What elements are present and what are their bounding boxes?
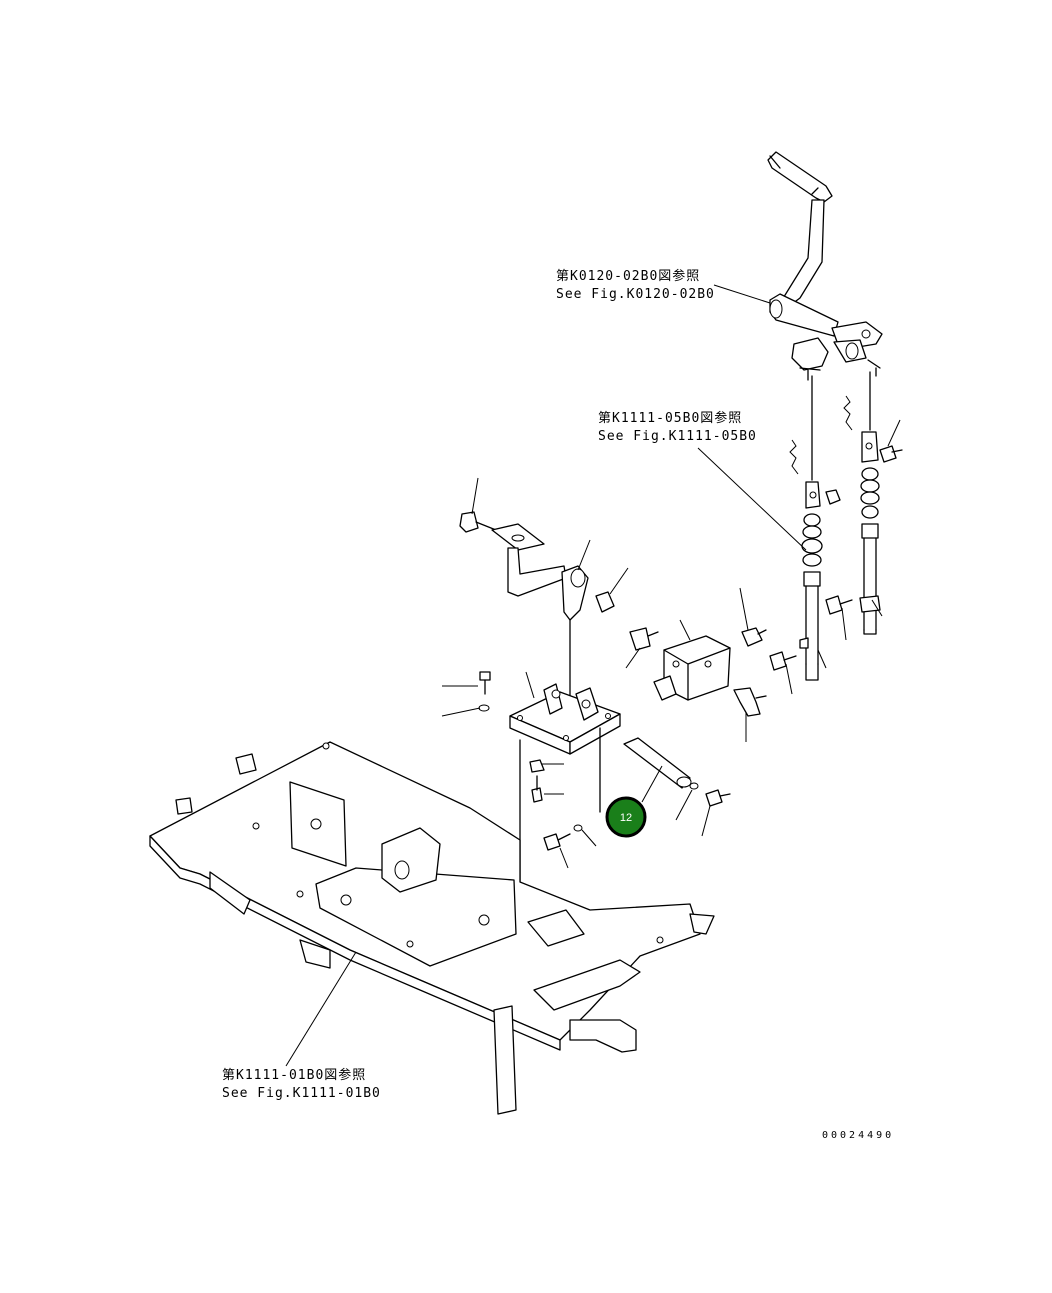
bracket-fasteners [478, 671, 731, 851]
callout-k1111-01: 第K1111-01B0図参照 See Fig.K1111-01B0 [222, 1067, 381, 1101]
drawing-code: 00024490 [822, 1130, 894, 1141]
callout-k1111-01-en: See Fig.K1111-01B0 [222, 1086, 381, 1101]
bolts-right [629, 445, 903, 717]
pedal-linkage [459, 511, 615, 701]
valve-block [653, 635, 731, 701]
callout-k0120-en: See Fig.K0120-02B0 [556, 287, 715, 302]
part-badge-circle[interactable] [605, 796, 647, 838]
part-badge-number[interactable]: 12 [620, 812, 632, 824]
floor-frame [149, 741, 715, 1115]
part-badge-12[interactable]: 12 [605, 796, 647, 838]
callout-k0120-jp: 第K0120-02B0図参照 [556, 268, 700, 284]
callout-k1111-01-jp: 第K1111-01B0図参照 [222, 1067, 366, 1083]
leader-lines [285, 284, 901, 1067]
callout-k1111-05: 第K1111-05B0図参照 See Fig.K1111-05B0 [598, 410, 757, 444]
control-lever [767, 151, 883, 381]
callout-k1111-05-jp: 第K1111-05B0図参照 [598, 410, 742, 426]
callout-k0120: 第K0120-02B0図参照 See Fig.K0120-02B0 [556, 268, 715, 302]
callout-k1111-05-en: See Fig.K1111-05B0 [598, 429, 757, 444]
control-cables [789, 371, 881, 681]
